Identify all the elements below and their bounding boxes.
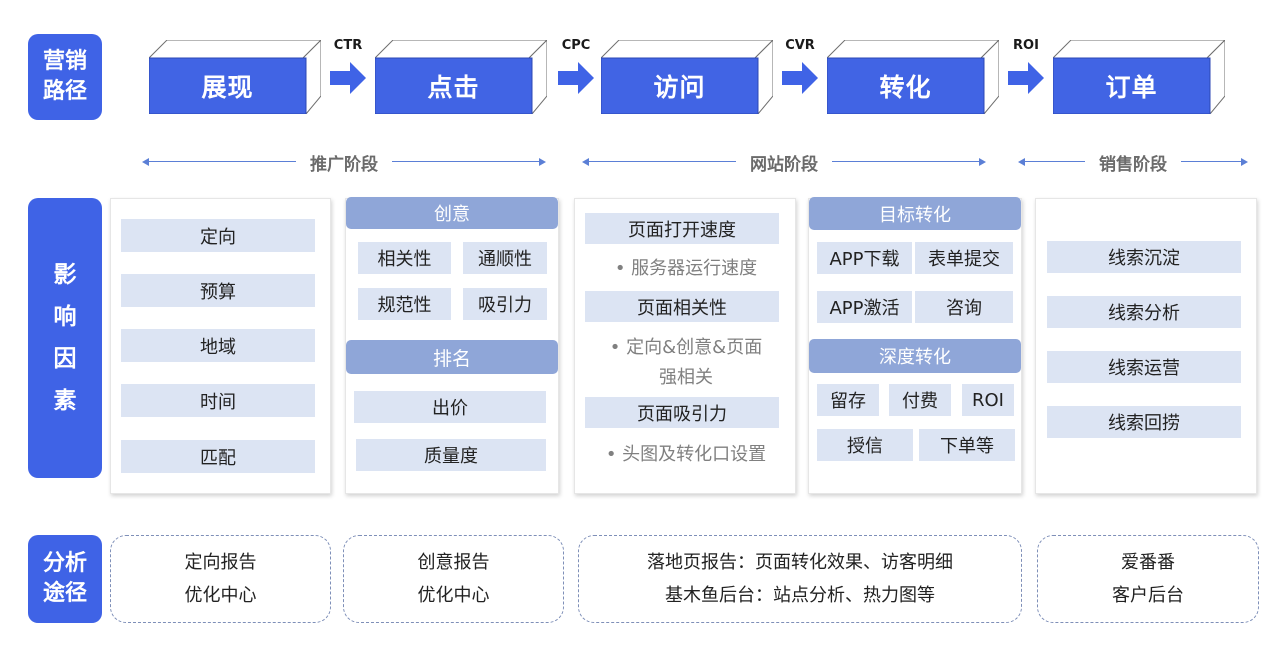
factor-cell: 预算 <box>121 274 315 307</box>
factor-cell: 通顺性 <box>463 242 547 274</box>
factor-cell: 质量度 <box>356 439 546 471</box>
factor-cell: 线索回捞 <box>1047 406 1241 438</box>
panel-exposure-factors: 定向 预算 地域 时间 匹配 <box>110 198 331 494</box>
analysis-line: 优化中心 <box>417 585 490 606</box>
factor-cell: ROI <box>962 384 1014 416</box>
analysis-exposure: 定向报告 优化中心 <box>110 535 331 623</box>
panel-convert-factors: 目标转化 APP下载 表单提交 APP激活 咨询 深度转化 留存 付费 ROI … <box>808 197 1022 494</box>
analysis-line: 优化中心 <box>184 585 257 606</box>
metric-ctr: CTR <box>333 38 363 53</box>
factor-bullet: • 头图及转化口设置 <box>605 444 767 465</box>
factor-cell: 授信 <box>817 429 913 461</box>
stage-sales: 销售阶段 <box>1018 150 1248 175</box>
factor-cell: 线索沉淀 <box>1047 241 1241 273</box>
factor-cell: 时间 <box>121 384 315 417</box>
funnel-step-exposure: 展现 <box>149 40 321 114</box>
analysis-visit-convert: 落地页报告：页面转化效果、访客明细 基木鱼后台：站点分析、热力图等 <box>578 535 1022 623</box>
factor-cell: 相关性 <box>358 242 451 274</box>
factor-cell: 匹配 <box>121 440 315 473</box>
funnel-step-visit: 访问 <box>601 40 773 114</box>
goal-conversion-header: 目标转化 <box>809 197 1021 230</box>
arrow-right-icon <box>330 62 366 94</box>
stage-promotion: 推广阶段 <box>142 150 546 175</box>
factor-cell: 页面相关性 <box>585 291 779 322</box>
factor-cell: 页面吸引力 <box>585 397 779 428</box>
factor-cell: 线索分析 <box>1047 296 1241 328</box>
factor-bullet: 强相关 <box>659 367 713 388</box>
panel-click-factors: 创意 相关性 通顺性 规范性 吸引力 排名 出价 质量度 <box>345 197 559 494</box>
factor-bullet: • 服务器运行速度 <box>614 258 758 279</box>
factor-cell: 表单提交 <box>915 242 1013 274</box>
analysis-line: 落地页报告：页面转化效果、访客明细 <box>647 552 953 573</box>
analysis-order: 爱番番 客户后台 <box>1037 535 1259 623</box>
marketing-path-label: 营销路径 <box>28 34 102 120</box>
factor-cell: 线索运营 <box>1047 351 1241 383</box>
metric-roi: ROI <box>1013 38 1039 53</box>
panel-visit-factors: 页面打开速度 • 服务器运行速度 页面相关性 • 定向&创意&页面 强相关 页面… <box>574 198 796 494</box>
factor-cell: 定向 <box>121 219 315 252</box>
factor-bullet: • 定向&创意&页面 <box>609 337 763 358</box>
factor-cell: 规范性 <box>358 288 451 320</box>
arrow-right-icon <box>782 62 818 94</box>
arrow-right-icon <box>1008 62 1044 94</box>
funnel-step-click: 点击 <box>375 40 547 114</box>
arrow-roi: ROI <box>1006 38 1046 100</box>
factor-cell: 付费 <box>889 384 951 416</box>
factor-cell: 留存 <box>817 384 879 416</box>
influence-factors-label: 影 响 因 素 <box>28 198 102 478</box>
analysis-line: 客户后台 <box>1112 585 1184 606</box>
stage-website: 网站阶段 <box>582 150 986 175</box>
funnel-step-order: 订单 <box>1053 40 1225 114</box>
arrow-cpc: CPC <box>556 38 596 100</box>
arrow-ctr: CTR <box>328 38 368 100</box>
factor-cell: 吸引力 <box>463 288 547 320</box>
arrow-cvr: CVR <box>780 38 820 100</box>
creative-header: 创意 <box>346 197 558 229</box>
arrow-right-icon <box>558 62 594 94</box>
factor-cell: 出价 <box>354 391 546 423</box>
factor-cell: 地域 <box>121 329 315 362</box>
metric-cpc: CPC <box>561 38 591 53</box>
analysis-line: 定向报告 <box>184 552 257 573</box>
analysis-line: 基木鱼后台：站点分析、热力图等 <box>665 585 935 606</box>
metric-cvr: CVR <box>785 38 815 53</box>
rank-header: 排名 <box>346 340 558 374</box>
analysis-line: 创意报告 <box>417 552 490 573</box>
factor-cell: 咨询 <box>915 291 1013 323</box>
analysis-click: 创意报告 优化中心 <box>343 535 564 623</box>
factor-cell: 下单等 <box>919 429 1015 461</box>
factor-cell: 页面打开速度 <box>585 213 779 244</box>
analysis-path-label: 分析途径 <box>28 535 102 623</box>
factor-cell: APP激活 <box>817 291 912 323</box>
deep-conversion-header: 深度转化 <box>809 339 1021 373</box>
funnel-step-convert: 转化 <box>827 40 999 114</box>
factor-cell: APP下载 <box>817 242 912 274</box>
panel-order-factors: 线索沉淀 线索分析 线索运营 线索回捞 <box>1035 198 1257 494</box>
analysis-line: 爱番番 <box>1121 552 1175 573</box>
